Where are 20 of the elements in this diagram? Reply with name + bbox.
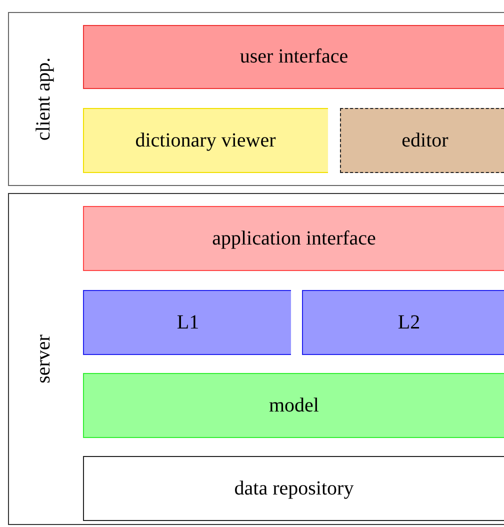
component-block xyxy=(83,373,504,438)
component-label: L2 xyxy=(398,311,420,334)
layer-label: client app. xyxy=(32,57,56,141)
component-label: editor xyxy=(402,129,448,152)
component-label: L1 xyxy=(176,311,200,334)
layer-panel xyxy=(8,12,504,186)
component-label: data repository xyxy=(234,477,354,500)
component-block xyxy=(340,108,504,173)
component-block xyxy=(83,456,504,521)
layer-label: server xyxy=(32,334,56,384)
component-block xyxy=(302,290,504,355)
component-block xyxy=(83,25,504,89)
component-label: model xyxy=(269,394,319,417)
layer-panel xyxy=(8,193,504,525)
component-block xyxy=(83,290,291,355)
component-block xyxy=(83,108,328,173)
component-label: application interface xyxy=(212,227,376,250)
component-block xyxy=(83,206,504,271)
component-label: dictionary viewer xyxy=(135,129,276,152)
component-label: user interface xyxy=(240,46,348,68)
